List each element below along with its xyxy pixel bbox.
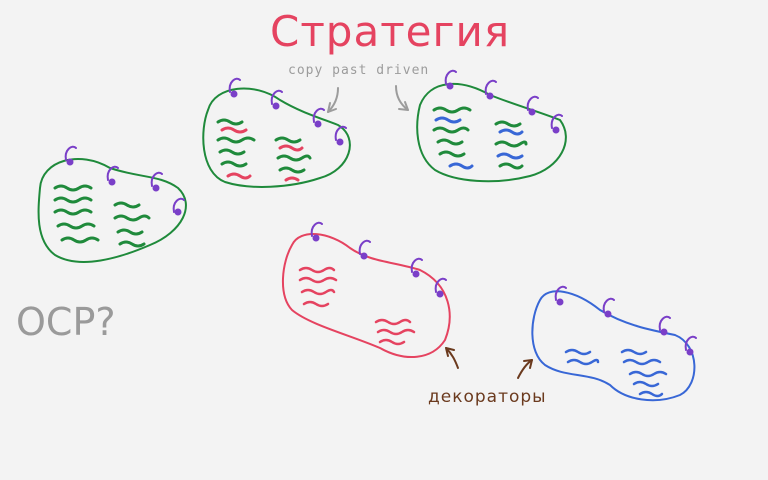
decorator-arrow-blue [517,359,533,379]
green-blob-left [37,145,187,263]
decorator-arrow-red [445,347,459,369]
blue-blob [531,285,697,402]
green-blob-right [416,69,567,183]
decorators-label: декораторы [428,387,547,407]
red-blob [281,221,451,359]
copy-paste-arrow-left [327,87,339,113]
title-strategy: Стратегия [270,7,511,56]
subtitle-copy-paste-driven: copy past driven [288,63,430,78]
green-blob-middle [202,77,351,188]
copy-paste-arrow-right [395,85,409,111]
ocp-question-label: OCP? [16,300,116,344]
